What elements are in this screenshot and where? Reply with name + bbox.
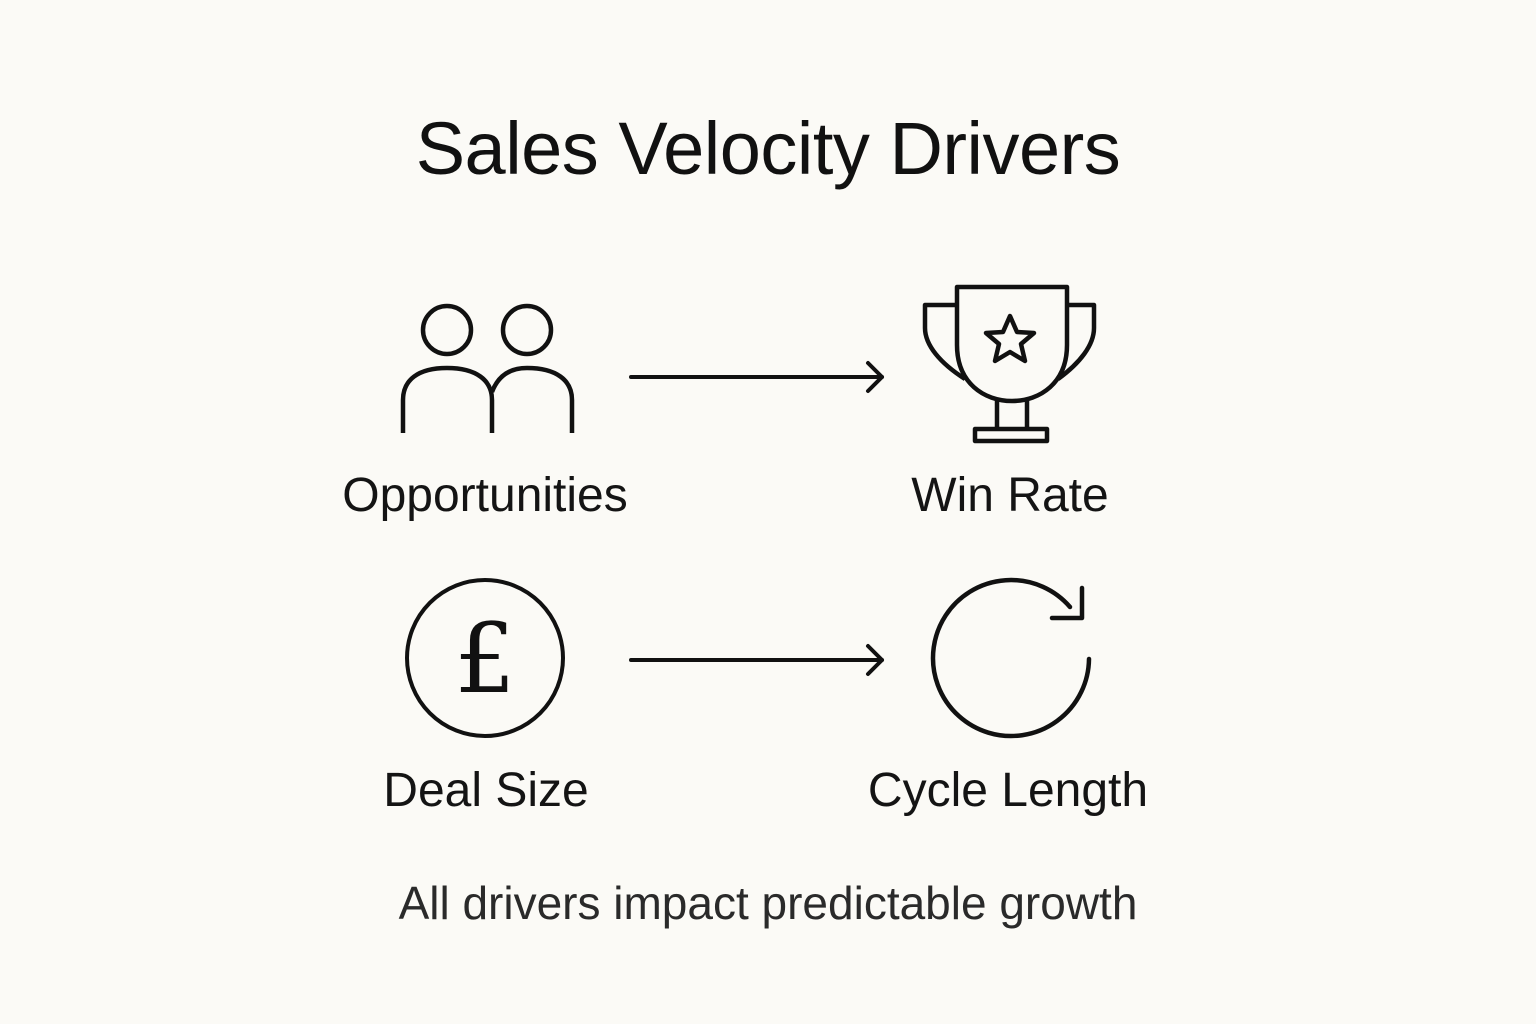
arrow-right-icon bbox=[628, 643, 890, 682]
people-icon bbox=[396, 300, 582, 436]
driver-label-cycle-length: Cycle Length bbox=[867, 764, 1149, 817]
arrow-right-icon bbox=[628, 360, 890, 399]
driver-label-opportunities: Opportunities bbox=[342, 469, 628, 522]
pound-coin-icon: £ bbox=[403, 576, 567, 740]
trophy-star-icon bbox=[920, 283, 1100, 445]
driver-label-win-rate: Win Rate bbox=[911, 469, 1109, 522]
footer-caption: All drivers impact predictable growth bbox=[398, 877, 1138, 929]
pound-glyph: £ bbox=[454, 603, 515, 715]
diagram-title: Sales Velocity Drivers bbox=[415, 107, 1121, 190]
driver-label-deal-size: Deal Size bbox=[383, 764, 589, 817]
refresh-cycle-icon bbox=[928, 576, 1094, 742]
